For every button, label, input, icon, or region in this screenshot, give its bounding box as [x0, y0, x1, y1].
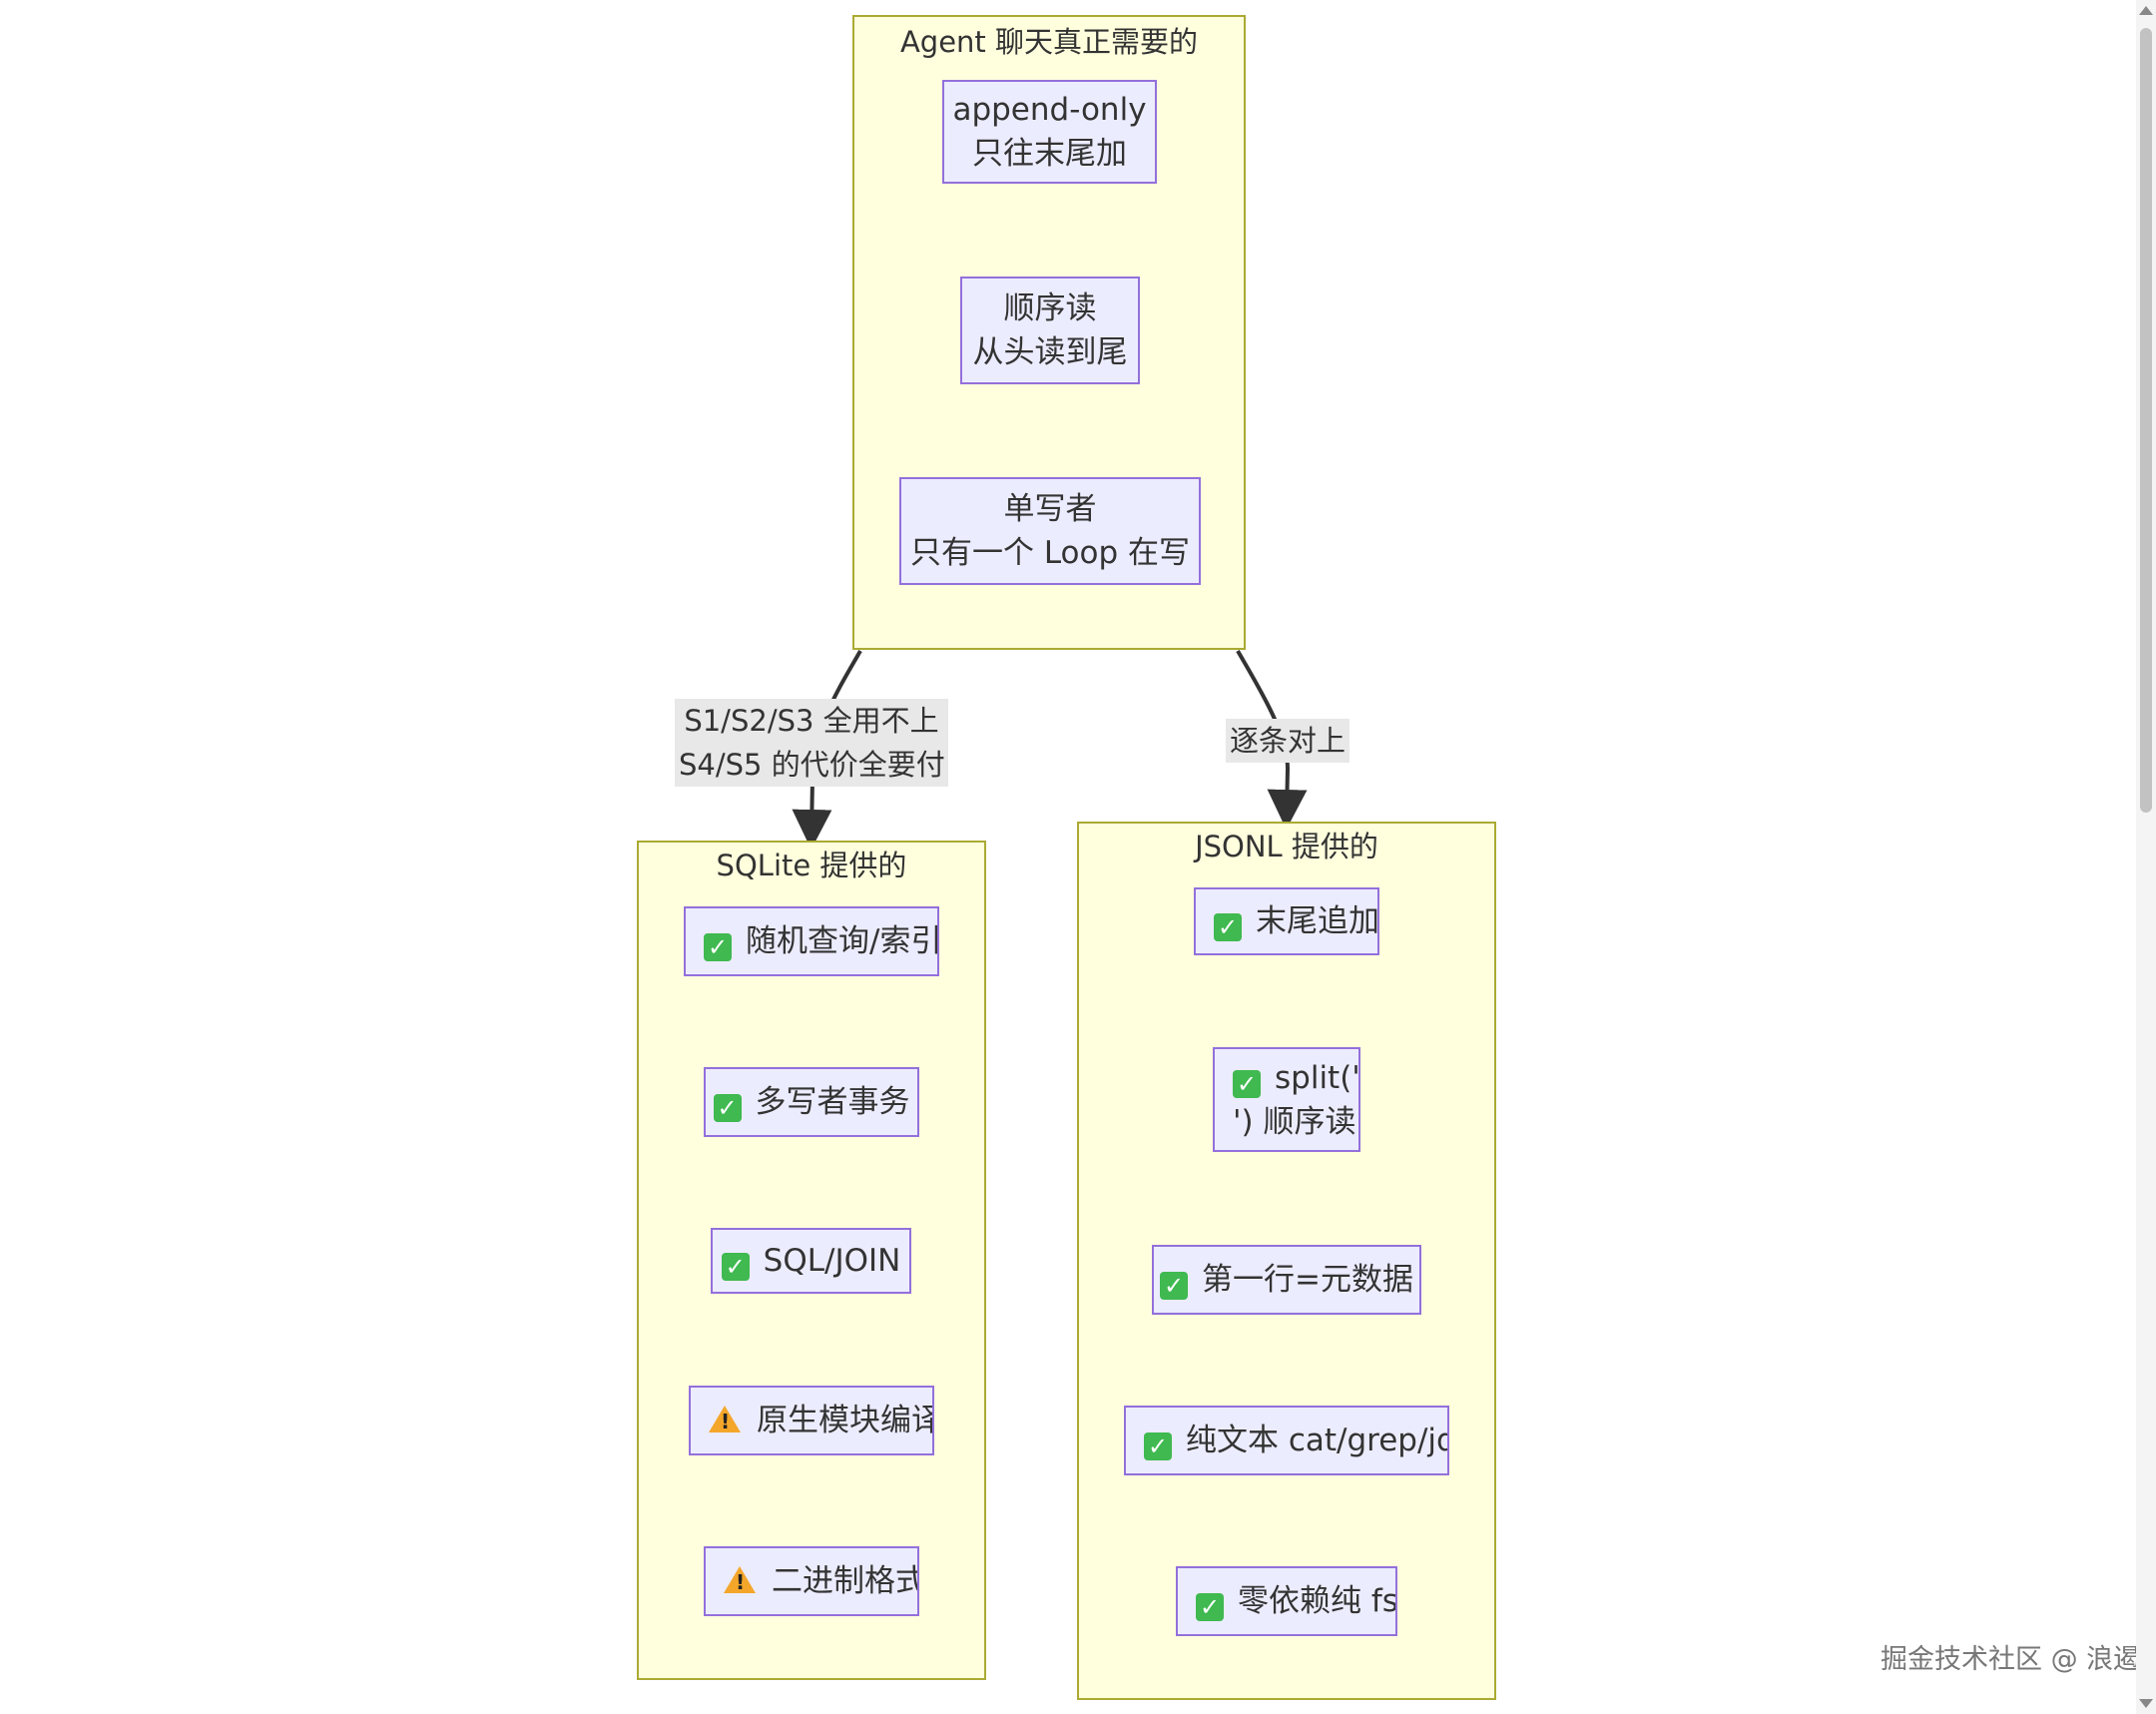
node-single-writer: 单写者 只有一个 Loop 在写 [899, 477, 1201, 585]
node-native-module: 原生模块编译 [689, 1386, 934, 1455]
edge-top-to-jsonl [1236, 649, 1308, 830]
node-tail-append: ✓ 末尾追加 [1194, 887, 1379, 955]
node-plain-text: ✓ 纯文本 cat/grep/jq [1124, 1406, 1449, 1475]
check-icon: ✓ [1214, 913, 1242, 941]
cluster-title: SQLite 提供的 [716, 849, 907, 882]
node-text: 第一行=元数据 [1202, 1262, 1413, 1298]
node-binary-format: 二进制格式 [704, 1546, 919, 1616]
node-sql-join: ✓ SQL/JOIN [711, 1228, 911, 1294]
check-icon: ✓ [704, 933, 732, 961]
node-line: 单写者 [1003, 491, 1097, 527]
node-text: 二进制格式 [772, 1563, 919, 1599]
node-text: 零依赖纯 fs [1238, 1583, 1397, 1619]
check-icon: ✓ [1233, 1069, 1261, 1098]
node-text: 随机查询/索引 [746, 923, 939, 959]
check-icon: ✓ [1196, 1593, 1224, 1621]
scrollbar-thumb[interactable] [2140, 28, 2152, 813]
edge-label-right: 逐条对上 [1226, 719, 1350, 763]
edge-label-line: S1/S2/S3 全用不上 [684, 704, 939, 738]
node-text: 纯文本 cat/grep/jq [1186, 1423, 1449, 1458]
watermark: 掘金技术社区 @ 浪遏 [1881, 1644, 2141, 1675]
node-text: 原生模块编译 [757, 1403, 934, 1438]
node-text: SQL/JOIN [763, 1243, 901, 1279]
warning-icon [709, 1406, 741, 1432]
node-line: 顺序读 [1003, 290, 1097, 326]
node-split-read: ✓ split(' ') 顺序读 [1213, 1047, 1360, 1152]
node-first-line-metadata: ✓ 第一行=元数据 [1152, 1245, 1421, 1315]
node-line: 只往末尾加 [972, 136, 1127, 172]
node-line: ') 顺序读 [1233, 1103, 1356, 1140]
node-sequential-read: 顺序读 从头读到尾 [960, 277, 1140, 384]
node-text: split(' [1275, 1059, 1360, 1096]
warning-icon [724, 1566, 756, 1593]
node-line: 从头读到尾 [972, 334, 1128, 370]
check-icon: ✓ [1160, 1272, 1188, 1300]
check-icon: ✓ [713, 1094, 742, 1122]
edge-label-line: 逐条对上 [1230, 724, 1347, 758]
node-line: 只有一个 Loop 在写 [909, 535, 1191, 571]
check-icon: ✓ [721, 1253, 750, 1281]
node-text: 多写者事务 [755, 1084, 910, 1120]
cluster-title: Agent 聊天真正需要的 [899, 25, 1199, 59]
scroll-up-arrow-icon[interactable] [2139, 6, 2153, 15]
node-zero-deps: ✓ 零依赖纯 fs [1176, 1566, 1397, 1636]
node-line: append-only [952, 92, 1147, 128]
scroll-down-arrow-icon[interactable] [2139, 1699, 2153, 1708]
node-append-only: append-only 只往末尾加 [942, 80, 1157, 184]
edge-label-left: S1/S2/S3 全用不上 S4/S5 的代价全要付 [675, 699, 948, 787]
node-multi-writer: ✓ 多写者事务 [704, 1067, 919, 1137]
node-text: 末尾追加 [1256, 903, 1379, 939]
edge-label-line: S4/S5 的代价全要付 [679, 748, 945, 782]
check-icon: ✓ [1144, 1432, 1172, 1460]
node-random-query: ✓ 随机查询/索引 [684, 906, 939, 976]
cluster-title: JSONL 提供的 [1195, 830, 1378, 863]
